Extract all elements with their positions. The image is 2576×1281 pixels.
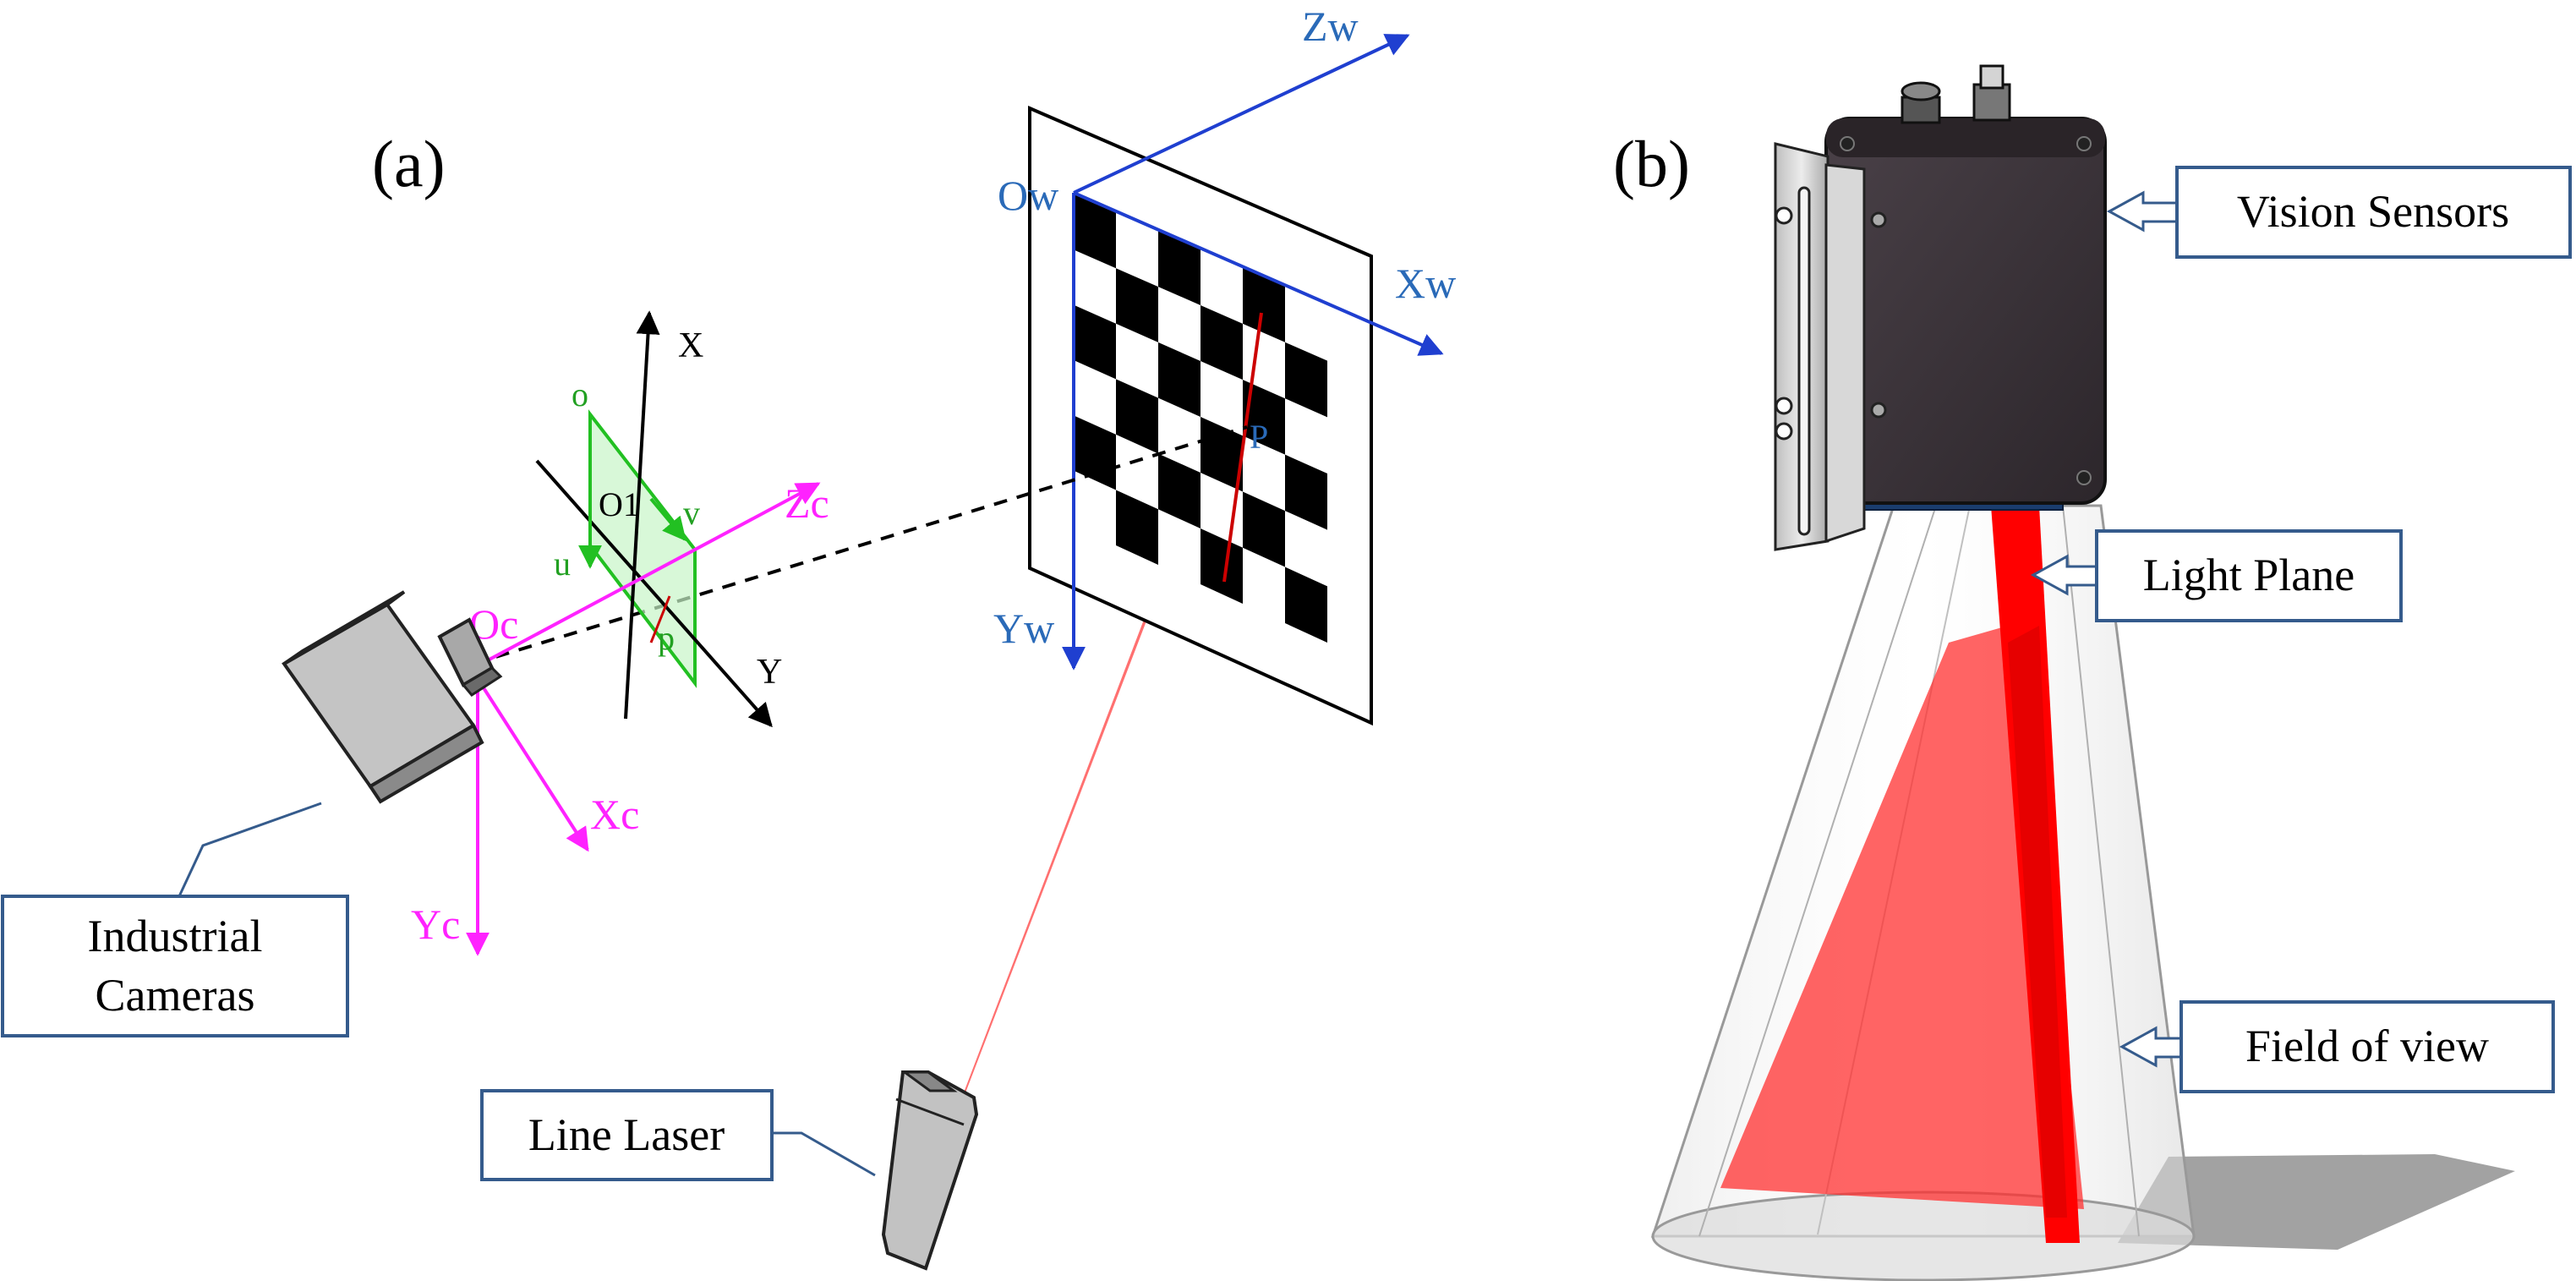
v-axis-label: v bbox=[683, 494, 700, 532]
callout-light-plane-text: Light Plane bbox=[2143, 550, 2354, 600]
checker-square bbox=[1074, 194, 1116, 269]
plane-center-label: O1 bbox=[599, 485, 640, 523]
callout-laser-text: Line Laser bbox=[528, 1109, 725, 1160]
checker-square bbox=[1116, 379, 1158, 454]
world-z-label: Zw bbox=[1302, 3, 1359, 50]
checker-square bbox=[1158, 342, 1200, 417]
checker-square bbox=[1074, 304, 1116, 380]
world-x-label: Xw bbox=[1395, 260, 1456, 307]
laser-stripe-on-board bbox=[1222, 312, 1263, 583]
target-point-label: P bbox=[1250, 418, 1268, 456]
image-plane: o O1 u v p X Y bbox=[535, 310, 782, 728]
checker-square bbox=[1243, 491, 1285, 567]
ground-shadow bbox=[2118, 1154, 2515, 1250]
checker-square bbox=[1158, 453, 1200, 528]
checker-square bbox=[1285, 342, 1327, 418]
camera-axes: Oc Zc Xc Yc bbox=[411, 479, 829, 956]
checker-square bbox=[1116, 268, 1158, 342]
image-origin-label: o bbox=[572, 375, 588, 413]
calibration-board bbox=[1028, 105, 1373, 726]
checkerboard-pattern bbox=[1074, 194, 1327, 643]
panel-b: (b) bbox=[1613, 64, 2572, 1281]
checker-square bbox=[1116, 490, 1158, 565]
checker-square bbox=[1285, 454, 1327, 530]
mounting-bracket-icon bbox=[1774, 142, 1887, 551]
industrial-camera-icon bbox=[282, 590, 503, 804]
world-origin-label: Ow bbox=[998, 172, 1058, 219]
callout-vision-sensors-text: Vision Sensors bbox=[2237, 186, 2509, 237]
image-point-label: p bbox=[658, 619, 675, 657]
light-plane bbox=[1720, 506, 2084, 1243]
panel-a-label: (a) bbox=[372, 127, 446, 200]
camera-z-label: Zc bbox=[785, 479, 829, 527]
callout-field-of-view-text: Field of view bbox=[2245, 1021, 2489, 1071]
panel-a: (a) Ow Zw Xw Yw P bbox=[1, 3, 1456, 1271]
panel-b-label: (b) bbox=[1613, 127, 1690, 200]
checker-square bbox=[1243, 267, 1285, 342]
callout-camera-line2: Cameras bbox=[96, 970, 255, 1021]
checker-square bbox=[1200, 417, 1243, 492]
u-axis-label: u bbox=[554, 545, 571, 583]
callout-industrial-cameras: Industrial Cameras bbox=[1, 802, 349, 1037]
checker-square bbox=[1158, 231, 1200, 305]
world-y-label: Yw bbox=[993, 605, 1054, 652]
plane-x-axis-label: X bbox=[678, 326, 703, 365]
callout-field-of-view: Field of view bbox=[2119, 1000, 2555, 1093]
callout-camera-line1: Industrial bbox=[88, 911, 263, 961]
checker-square bbox=[1074, 415, 1116, 490]
callout-vision-sensors: Vision Sensors bbox=[2106, 166, 2572, 259]
checker-square bbox=[1243, 380, 1285, 455]
line-laser-icon bbox=[881, 1070, 979, 1271]
world-axes: Ow Zw Xw Yw bbox=[993, 3, 1456, 671]
projection-ray bbox=[473, 425, 1248, 665]
callout-line-laser: Line Laser bbox=[480, 1089, 876, 1181]
checker-square bbox=[1200, 305, 1243, 380]
callout-light-plane: Light Plane bbox=[2030, 529, 2403, 622]
checker-square bbox=[1285, 567, 1327, 643]
camera-x-label: Xc bbox=[590, 791, 639, 838]
checker-square bbox=[1200, 528, 1243, 604]
vision-sensor-housing-icon bbox=[1824, 64, 2107, 505]
plane-y-axis-label: Y bbox=[757, 653, 782, 692]
camera-y-label: Yc bbox=[411, 901, 460, 948]
